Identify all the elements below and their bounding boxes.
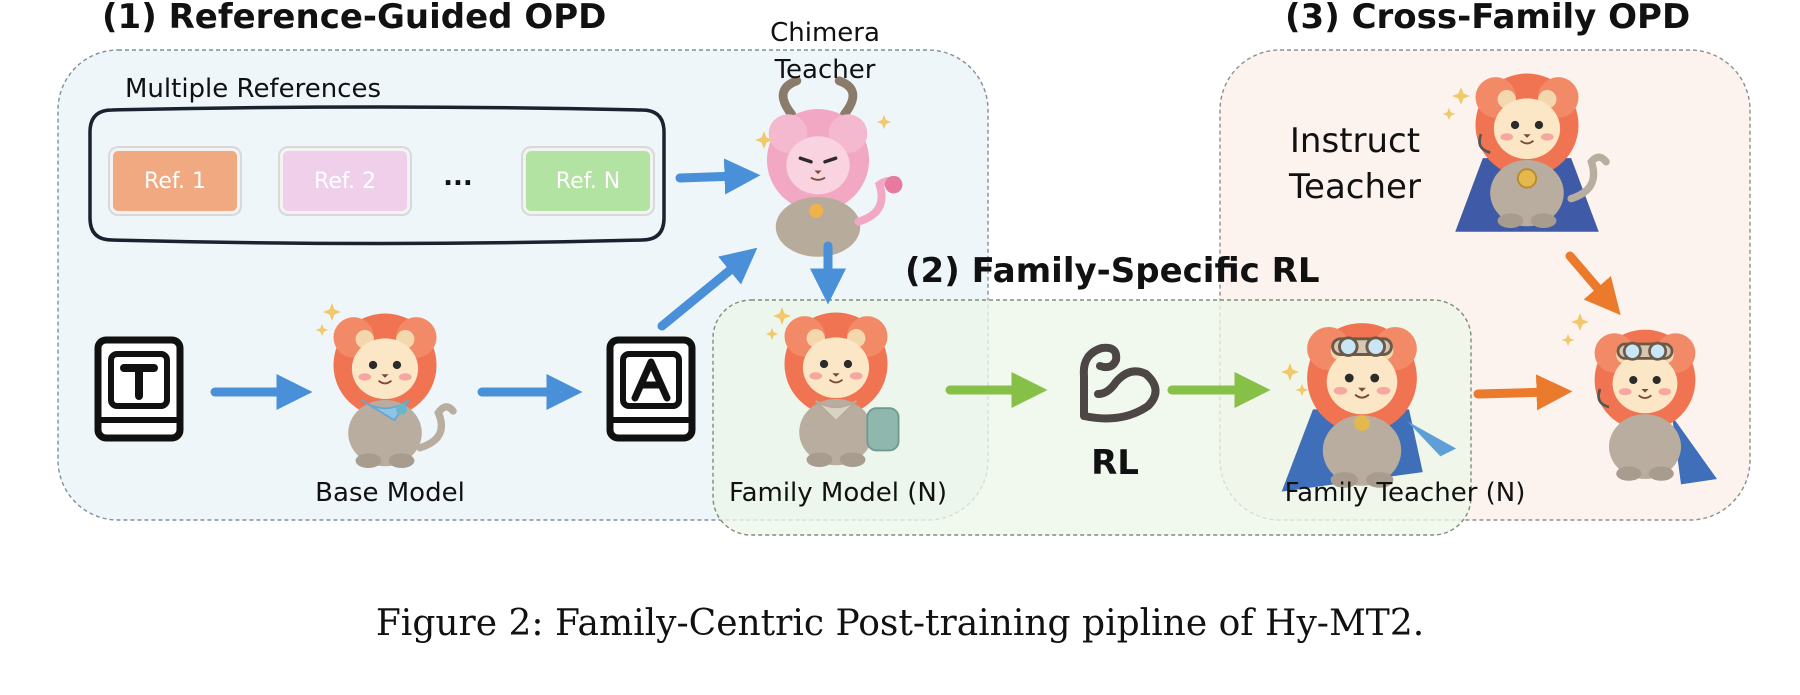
chimera-teacher-illustration bbox=[766, 76, 903, 257]
arrow-refs-to-chimera bbox=[675, 158, 761, 195]
instruct-teacher-label-line2: Teacher bbox=[1289, 167, 1421, 207]
references-ellipsis: ... bbox=[443, 162, 473, 192]
base-model-label: Base Model bbox=[315, 478, 465, 508]
book-t-icon bbox=[94, 336, 184, 442]
section-title-cross-family-opd: (3) Cross-Family OPD bbox=[1285, 0, 1691, 37]
references-frame bbox=[88, 105, 666, 246]
figure-caption: Figure 2: Family-Centric Post-training p… bbox=[375, 603, 1425, 644]
student-lion-illustration bbox=[1593, 328, 1717, 485]
arrow-instruct-teacher-to-student bbox=[1565, 251, 1621, 316]
multiple-references-label: Multiple References bbox=[125, 74, 382, 104]
instruct-teacher-label-line1: Instruct bbox=[1289, 121, 1421, 161]
rl-label: RL bbox=[1091, 443, 1139, 483]
reference-chip-2: Ref. 2 bbox=[280, 148, 410, 214]
reference-chip-1: Ref. 1 bbox=[110, 148, 240, 214]
family-model-lion-illustration bbox=[783, 311, 900, 468]
section-title-reference-guided-opd: (1) Reference-Guided OPD bbox=[102, 0, 607, 37]
muscle-arm-icon bbox=[1079, 343, 1160, 423]
chimera-teacher-label-line2: Teacher bbox=[774, 55, 876, 85]
family-teacher-label: Family Teacher (N) bbox=[1284, 478, 1526, 508]
arrow-family-teacher-to-student bbox=[1473, 374, 1573, 411]
arrow-book-to-chimera bbox=[657, 247, 758, 331]
family-teacher-lion-illustration bbox=[1281, 322, 1457, 492]
base-model-lion-illustration bbox=[332, 312, 457, 469]
book-a-icon bbox=[606, 336, 696, 442]
chimera-teacher-label-line1: Chimera bbox=[770, 18, 880, 48]
instruct-teacher-lion-illustration bbox=[1455, 72, 1610, 232]
reference-chip-n: Ref. N bbox=[523, 148, 653, 214]
family-model-label: Family Model (N) bbox=[729, 478, 947, 508]
section-title-family-specific-rl: (2) Family-Specific RL bbox=[905, 251, 1320, 291]
